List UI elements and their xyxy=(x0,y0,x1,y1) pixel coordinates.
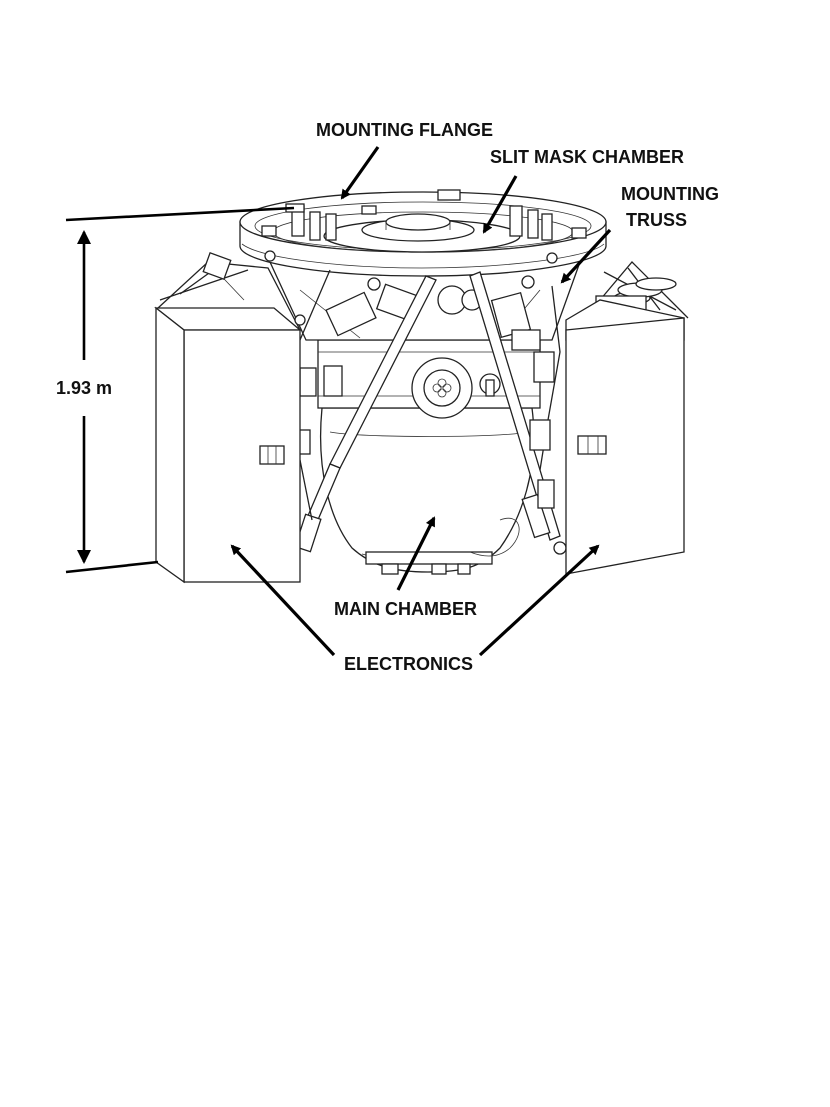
label-electronics: ELECTRONICS xyxy=(344,654,473,674)
arrow-main-chamber xyxy=(396,516,436,591)
main-chamber-vessel xyxy=(319,407,535,575)
label-main-chamber: MAIN CHAMBER xyxy=(334,599,477,619)
mounting-flange-ring xyxy=(239,189,607,277)
arrow-slit-mask-chamber xyxy=(482,175,518,234)
arrow-electronics-left xyxy=(230,544,336,657)
label-mounting-truss-line2: TRUSS xyxy=(626,210,687,230)
mounting-truss-struts xyxy=(294,269,567,555)
label-mounting-flange: MOUNTING FLANGE xyxy=(316,120,493,140)
height-dimension xyxy=(65,206,295,574)
label-height-dimension: 1.93 m xyxy=(56,378,112,398)
label-slit-mask-chamber: SLIT MASK CHAMBER xyxy=(490,147,684,167)
label-mounting-truss-line1: MOUNTING xyxy=(621,184,719,204)
right-electronics-panel xyxy=(565,299,685,575)
arrow-mounting-flange xyxy=(340,146,380,200)
left-electronics-panel xyxy=(154,306,302,584)
arrow-mounting-truss xyxy=(560,228,612,284)
left-truss-frame xyxy=(157,252,301,331)
arrow-electronics-right xyxy=(478,544,600,657)
